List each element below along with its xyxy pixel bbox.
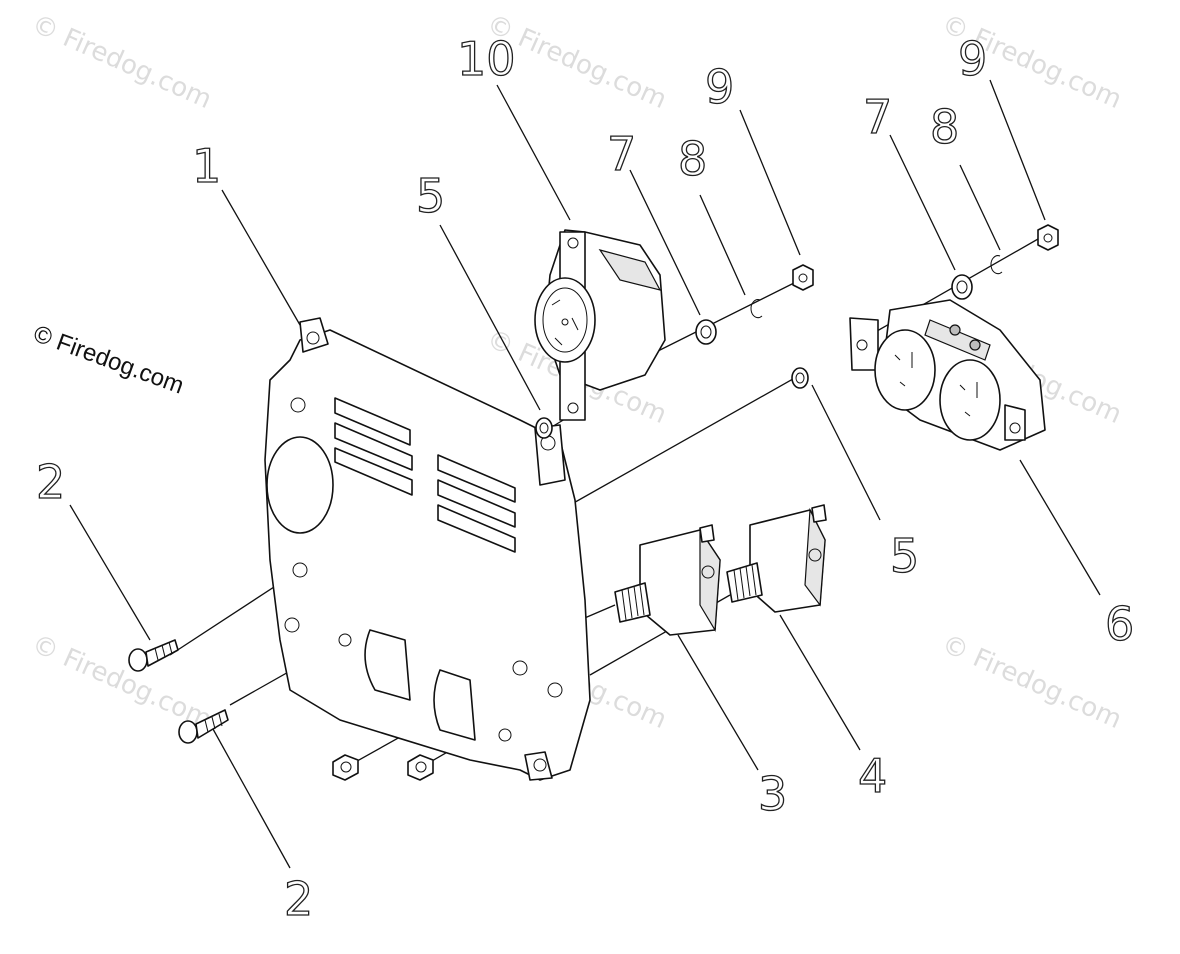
callout-7-right: 7 — [863, 90, 892, 144]
callout-2-lower: 2 — [284, 872, 313, 926]
callout-3: 3 — [758, 767, 787, 821]
watermark-text: © Firedog.com — [27, 9, 216, 115]
callout-8-right: 8 — [930, 100, 959, 154]
screw-upper — [128, 639, 179, 672]
vent-slots — [334, 397, 516, 553]
lock-ring-8-left — [750, 299, 763, 319]
callout-5-lower: 5 — [890, 529, 919, 583]
washer-7-right — [951, 274, 973, 300]
callout-7-left: 7 — [607, 127, 636, 181]
washer-5-right — [791, 367, 809, 389]
callout-2-upper: 2 — [36, 455, 65, 509]
duplex-receptacle — [849, 299, 1046, 451]
circuit-breaker-4 — [726, 504, 827, 613]
watermark-text: © Firedog.com — [27, 629, 216, 735]
callout-10: 10 — [457, 32, 516, 86]
callout-1: 1 — [192, 139, 221, 193]
watermark-text: © Firedog.com — [937, 629, 1126, 735]
callout-4: 4 — [858, 749, 887, 803]
callout-9-left: 9 — [705, 60, 734, 114]
hex-nuts-plate — [332, 754, 434, 781]
circuit-breaker-3 — [614, 524, 721, 636]
screw-lower — [178, 709, 229, 744]
hex-nut-9-left — [792, 264, 814, 291]
callout-9-right: 9 — [958, 32, 987, 86]
callout-6: 6 — [1105, 597, 1134, 651]
callout-numbers: 1 2 2 3 4 5 5 6 7 7 8 8 9 9 10 — [35, 31, 1135, 926]
washer-7-left — [695, 319, 717, 345]
callout-leaders — [69, 79, 1101, 869]
twist-lock-receptacle — [534, 229, 666, 421]
copyright-label: © Firedog.com — [30, 320, 187, 399]
control-panel-plate — [264, 317, 591, 781]
washer-5-left — [535, 417, 553, 439]
hex-nut-9-right — [1037, 224, 1059, 251]
lock-ring-8-right — [990, 255, 1003, 275]
callout-8-left: 8 — [678, 132, 707, 186]
callout-5-upper: 5 — [416, 169, 445, 223]
